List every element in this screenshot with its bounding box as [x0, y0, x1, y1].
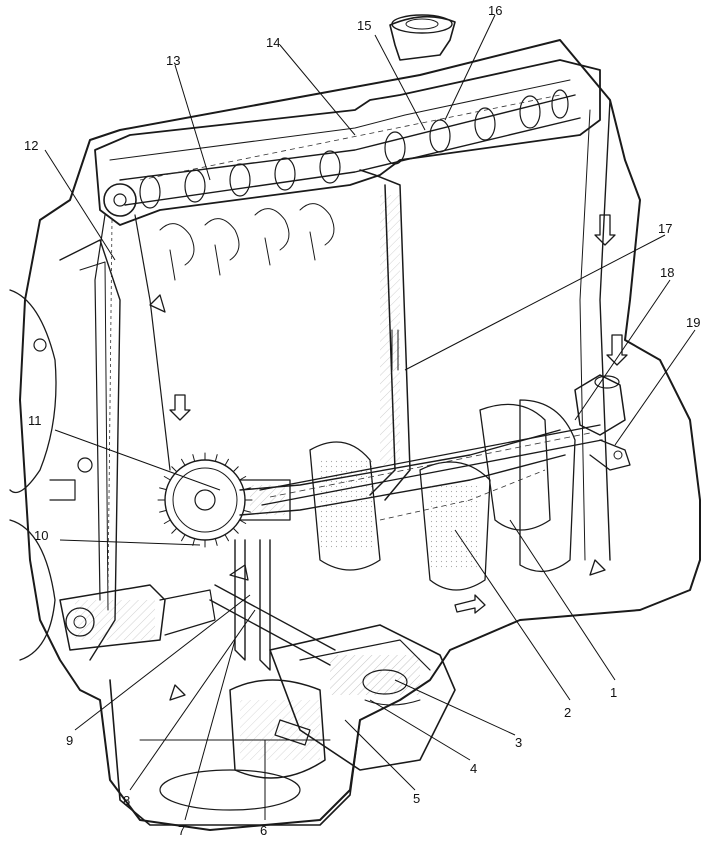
callout-19: 19: [686, 315, 700, 330]
oil-riser-pipe: [359, 169, 411, 501]
gear-tooth: [214, 538, 218, 546]
callout-17: 17: [658, 221, 672, 236]
engine-block: [9, 39, 701, 831]
leader-lines: [44, 14, 696, 821]
gear-tooth: [224, 458, 229, 466]
gear-tooth: [214, 454, 218, 462]
callout-15: 15: [357, 18, 371, 33]
gear-tooth: [181, 458, 186, 466]
main-oil-gallery: [259, 424, 603, 506]
callout-12: 12: [24, 138, 38, 153]
gear-tooth: [159, 509, 167, 513]
oil-pickup: [159, 539, 326, 811]
callout-2: 2: [564, 705, 571, 720]
callout-3: 3: [515, 735, 522, 750]
callout-5: 5: [413, 791, 420, 806]
oil-pump: [59, 584, 216, 651]
callout-13: 13: [166, 53, 180, 68]
gear-tooth: [232, 466, 239, 473]
gear-tooth: [159, 487, 167, 491]
oil-flow-arrows: [149, 214, 628, 701]
oil-pressure-sender: [574, 374, 631, 471]
callout-14: 14: [266, 35, 280, 50]
callout-18: 18: [660, 265, 674, 280]
callout-7: 7: [178, 823, 185, 838]
callout-labels: 1 2 3 4 5 6 7 8 9 10 11 12 13 14 15 16 1…: [24, 3, 700, 838]
gear-tooth: [163, 519, 171, 524]
callout-10: 10: [34, 528, 48, 543]
callout-4: 4: [470, 761, 477, 776]
oil-pump-drive-gear: [157, 452, 291, 548]
gear-tooth: [243, 487, 251, 491]
gear-tooth: [163, 476, 171, 481]
gear-tooth: [224, 534, 229, 542]
callout-9: 9: [66, 733, 73, 748]
gear-tooth: [171, 466, 178, 473]
crankshaft: [239, 399, 576, 591]
callout-16: 16: [488, 3, 502, 18]
gear-tooth: [171, 527, 178, 534]
gear-tooth: [232, 527, 239, 534]
gear-tooth: [243, 509, 251, 513]
callout-1: 1: [610, 685, 617, 700]
timing-chain: [94, 214, 171, 601]
oil-filter: [209, 584, 456, 771]
camshaft: [103, 89, 581, 217]
cylinder-head: [94, 14, 601, 226]
valve-gear: [159, 203, 335, 281]
callout-6: 6: [260, 823, 267, 838]
callout-8: 8: [123, 793, 130, 808]
gear-tooth: [192, 454, 196, 462]
callout-11: 11: [28, 413, 42, 428]
gear-tooth: [181, 534, 186, 542]
